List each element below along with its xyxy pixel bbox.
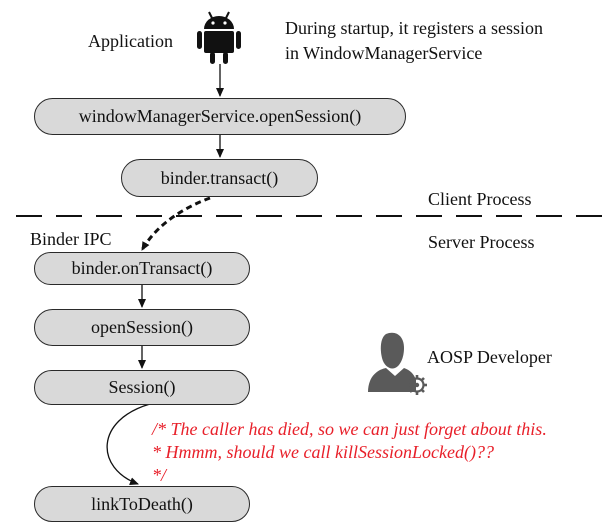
node-binder-ontransact[interactable]: binder.onTransact() <box>34 252 250 285</box>
arrow-session-to-linktodeath <box>106 403 151 485</box>
developer-icon <box>368 332 427 395</box>
binder-ipc-label: Binder IPC <box>30 229 112 249</box>
android-icon <box>197 11 241 64</box>
code-comment-line-1: /* The caller has died, so we can just f… <box>152 419 547 439</box>
node-windowmanagerservice-opensession[interactable]: windowManagerService.openSession() <box>34 98 406 135</box>
startup-note-line-1: During startup, it registers a session <box>285 18 543 38</box>
node-opensession[interactable]: openSession() <box>34 309 250 346</box>
node-binder-transact[interactable]: binder.transact() <box>121 159 318 197</box>
client-process-label: Client Process <box>428 189 532 209</box>
application-label: Application <box>88 31 173 51</box>
code-comment-line-3: */ <box>152 465 167 485</box>
server-process-label: Server Process <box>428 232 535 252</box>
node-linktodeath[interactable]: linkToDeath() <box>34 486 250 522</box>
aosp-developer-label: AOSP Developer <box>427 347 552 367</box>
arrow-binder-ipc <box>140 196 211 251</box>
node-session[interactable]: Session() <box>34 370 250 405</box>
code-comment-line-2: * Hmmm, should we call killSessionLocked… <box>152 442 494 462</box>
startup-note-line-2: in WindowManagerService <box>285 43 483 63</box>
gear-icon <box>407 375 427 395</box>
